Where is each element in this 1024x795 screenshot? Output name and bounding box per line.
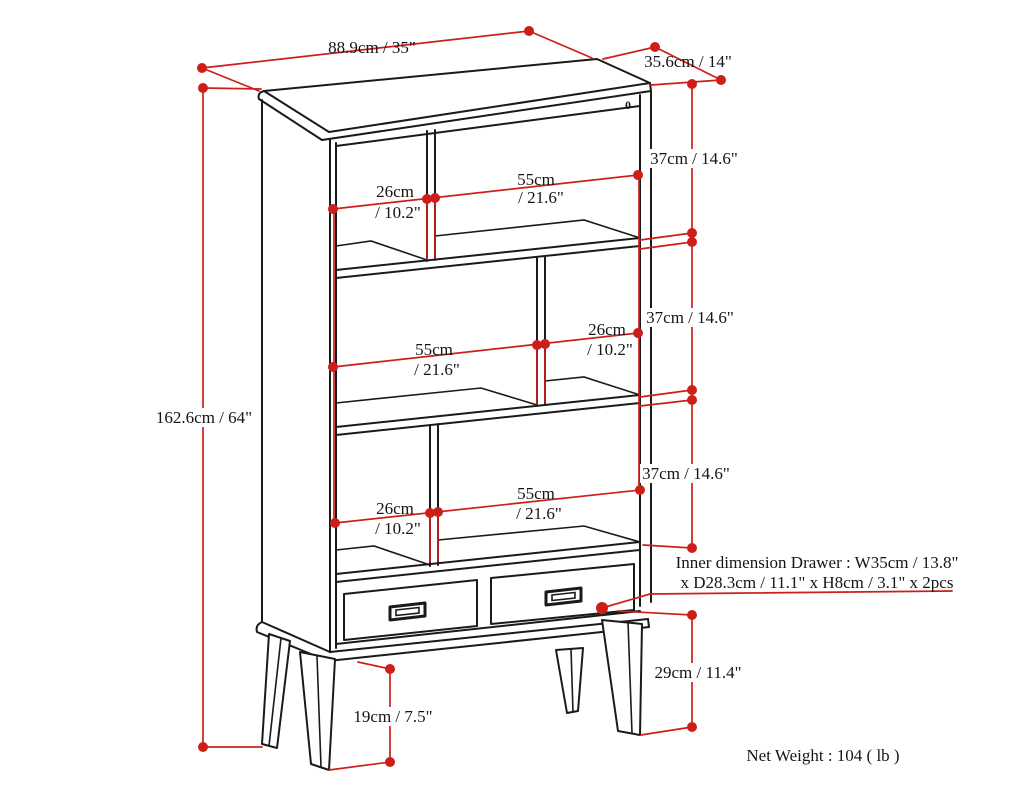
label-row3-right-cm: 55cm <box>517 484 555 503</box>
label-row2-left-cm: 55cm <box>415 340 453 359</box>
label-row2-right-cm: 26cm <box>588 320 626 339</box>
drawer-note-line2: x D28.3cm / 11.1" x H8cm / 3.1" x 2pcs <box>681 573 954 592</box>
label-row3-right-in: / 21.6" <box>516 504 562 523</box>
label-section-height-1: 37cm / 14.6" <box>650 149 738 168</box>
front-left-leg <box>299 651 336 771</box>
legs <box>261 619 643 771</box>
drawers <box>343 563 635 641</box>
carcass <box>261 91 652 653</box>
label-overall-height: 162.6cm / 64" <box>156 408 252 427</box>
left-drawer-handle-icon <box>388 601 427 622</box>
dim-front-leg-clearance <box>328 661 395 771</box>
label-section-height-2: 37cm / 14.6" <box>646 308 734 327</box>
label-back-leg-clearance: 29cm / 11.4" <box>654 663 741 682</box>
drawer-note-leader <box>596 590 953 614</box>
drawer-note-line1: Inner dimension Drawer : W35cm / 13.8" <box>676 553 959 572</box>
dim-back-leg-clearance <box>617 610 697 736</box>
dimension-labels: 88.9cm / 35" 35.6cm / 14" 162.6cm / 64" … <box>152 38 958 765</box>
label-row1-left-in: / 10.2" <box>375 203 421 222</box>
label-row2-right-in: / 10.2" <box>587 340 633 359</box>
label-row3-left-cm: 26cm <box>376 499 414 518</box>
right-drawer-handle-icon <box>544 586 583 607</box>
dim-interior-widths <box>328 170 645 563</box>
back-right-leg <box>555 647 584 714</box>
back-left-leg <box>261 633 291 749</box>
front-right-leg <box>601 619 643 736</box>
label-row1-right-cm: 55cm <box>517 170 555 189</box>
label-top-depth: 35.6cm / 14" <box>644 52 732 71</box>
label-row3-left-in: / 10.2" <box>375 519 421 538</box>
bookcase-line-drawing: 0 <box>255 58 652 771</box>
base-platform <box>255 610 650 662</box>
label-row1-right-in: / 21.6" <box>518 188 564 207</box>
dim-top-depth <box>602 42 726 86</box>
shelf-floor-lines <box>335 219 641 566</box>
label-front-leg-clearance: 19cm / 7.5" <box>353 707 432 726</box>
net-weight-label: Net Weight : 104 ( lb ) <box>746 746 899 765</box>
label-section-height-3: 37cm / 14.6" <box>642 464 730 483</box>
top-slab <box>257 58 652 141</box>
dim-top-width <box>197 26 593 92</box>
shelves <box>335 237 641 583</box>
label-row2-left-in: / 21.6" <box>414 360 460 379</box>
label-row1-left-cm: 26cm <box>376 182 414 201</box>
label-top-width: 88.9cm / 35" <box>328 38 416 57</box>
corner-mark: 0 <box>625 98 631 112</box>
